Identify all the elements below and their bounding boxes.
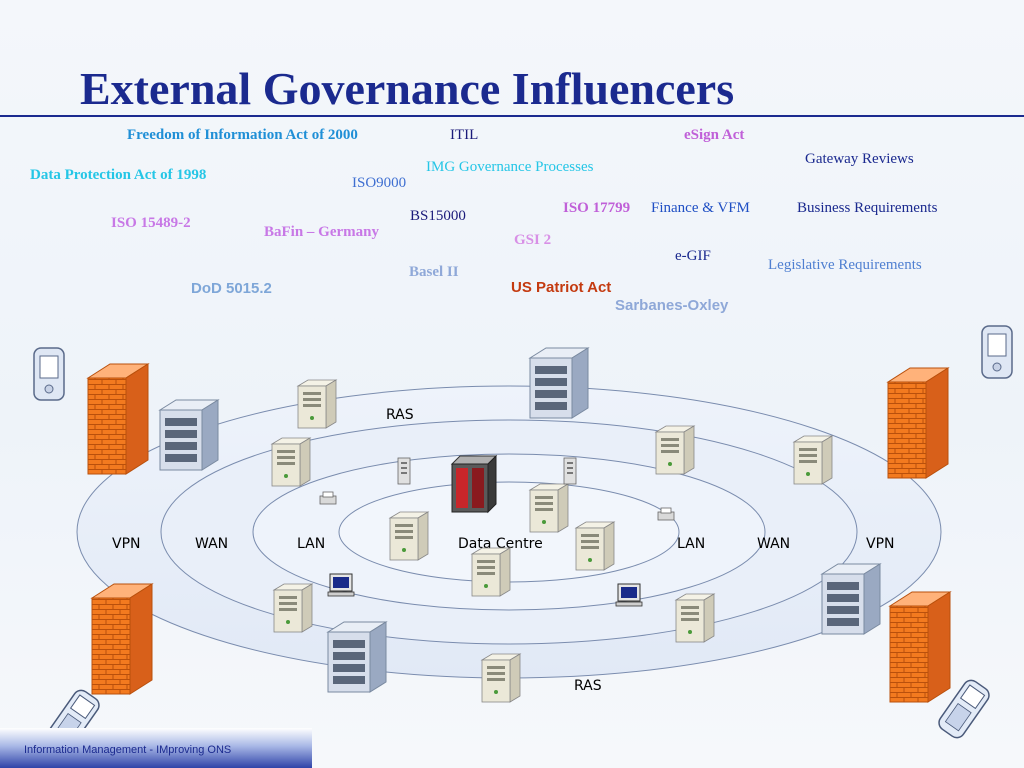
influencer-esign-act: eSign Act <box>684 127 745 143</box>
label-lan-left: LAN <box>297 536 325 552</box>
hub-icon <box>397 457 411 485</box>
label-wan-left: WAN <box>195 536 228 552</box>
label-lan-right: LAN <box>677 536 705 552</box>
label-wan-right: WAN <box>757 536 790 552</box>
influencer-us-patriot-act: US Patriot Act <box>511 279 612 296</box>
firewall-icon <box>87 363 149 475</box>
influencer-iso17799: ISO 17799 <box>563 200 631 216</box>
server-icon <box>575 521 615 571</box>
influencer-itil: ITIL <box>450 127 479 143</box>
influencer-legislative-requirements: Legislative Requirements <box>768 257 922 273</box>
influencer-foi-act: Freedom of Information Act of 2000 <box>127 127 358 143</box>
influencer-data-protection-act: Data Protection Act of 1998 <box>30 167 207 183</box>
server-icon <box>273 583 313 633</box>
desktop-pc-icon <box>615 583 643 607</box>
server-icon <box>297 379 337 429</box>
server-icon <box>159 399 219 471</box>
firewall-icon <box>91 583 153 695</box>
label-vpn-left: VPN <box>112 536 141 552</box>
footer-text: Information Management - IMproving ONS <box>24 744 232 756</box>
label-ras-bottom: RAS <box>574 678 602 694</box>
influencer-iso9000: ISO9000 <box>352 175 407 191</box>
title-divider <box>0 115 1024 117</box>
pda-icon <box>33 347 65 401</box>
server-icon <box>655 425 695 475</box>
footer-bar <box>0 728 312 768</box>
influencer-bafin: BaFin – Germany <box>264 224 379 240</box>
server-icon <box>327 621 387 693</box>
firewall-icon <box>889 591 951 703</box>
influencer-egif: e-GIF <box>675 248 711 264</box>
firewall-icon <box>887 367 949 479</box>
server-icon <box>471 547 511 597</box>
database-server-icon <box>389 511 429 561</box>
influencer-basel2: Basel II <box>409 264 459 280</box>
influencer-sarbanes-oxley: Sarbanes-Oxley <box>615 297 729 314</box>
server-icon <box>271 437 311 487</box>
influencer-iso15489: ISO 15489-2 <box>111 215 191 231</box>
influencer-img-governance: IMG Governance Processes <box>426 159 594 175</box>
mainframe-icon <box>450 454 498 514</box>
desktop-pc-icon <box>327 573 355 597</box>
influencer-gsi2: GSI 2 <box>514 232 552 248</box>
server-icon <box>793 435 833 485</box>
influencer-dod5015: DoD 5015.2 <box>191 280 272 297</box>
label-data-centre: Data Centre <box>458 536 543 552</box>
slide-title: External Governance Influencers <box>80 63 735 114</box>
influencer-gateway-reviews: Gateway Reviews <box>805 151 914 167</box>
influencer-finance-vfm: Finance & VFM <box>651 200 750 216</box>
hub-icon <box>563 457 577 485</box>
influencer-business-requirements: Business Requirements <box>797 200 938 216</box>
label-ras-top: RAS <box>386 407 414 423</box>
server-icon <box>821 563 881 635</box>
influencer-bs15000: BS15000 <box>410 208 466 224</box>
server-icon <box>529 483 569 533</box>
server-icon <box>675 593 715 643</box>
pda-icon <box>981 325 1013 379</box>
server-icon <box>529 347 589 419</box>
server-icon <box>481 653 521 703</box>
label-vpn-right: VPN <box>866 536 895 552</box>
